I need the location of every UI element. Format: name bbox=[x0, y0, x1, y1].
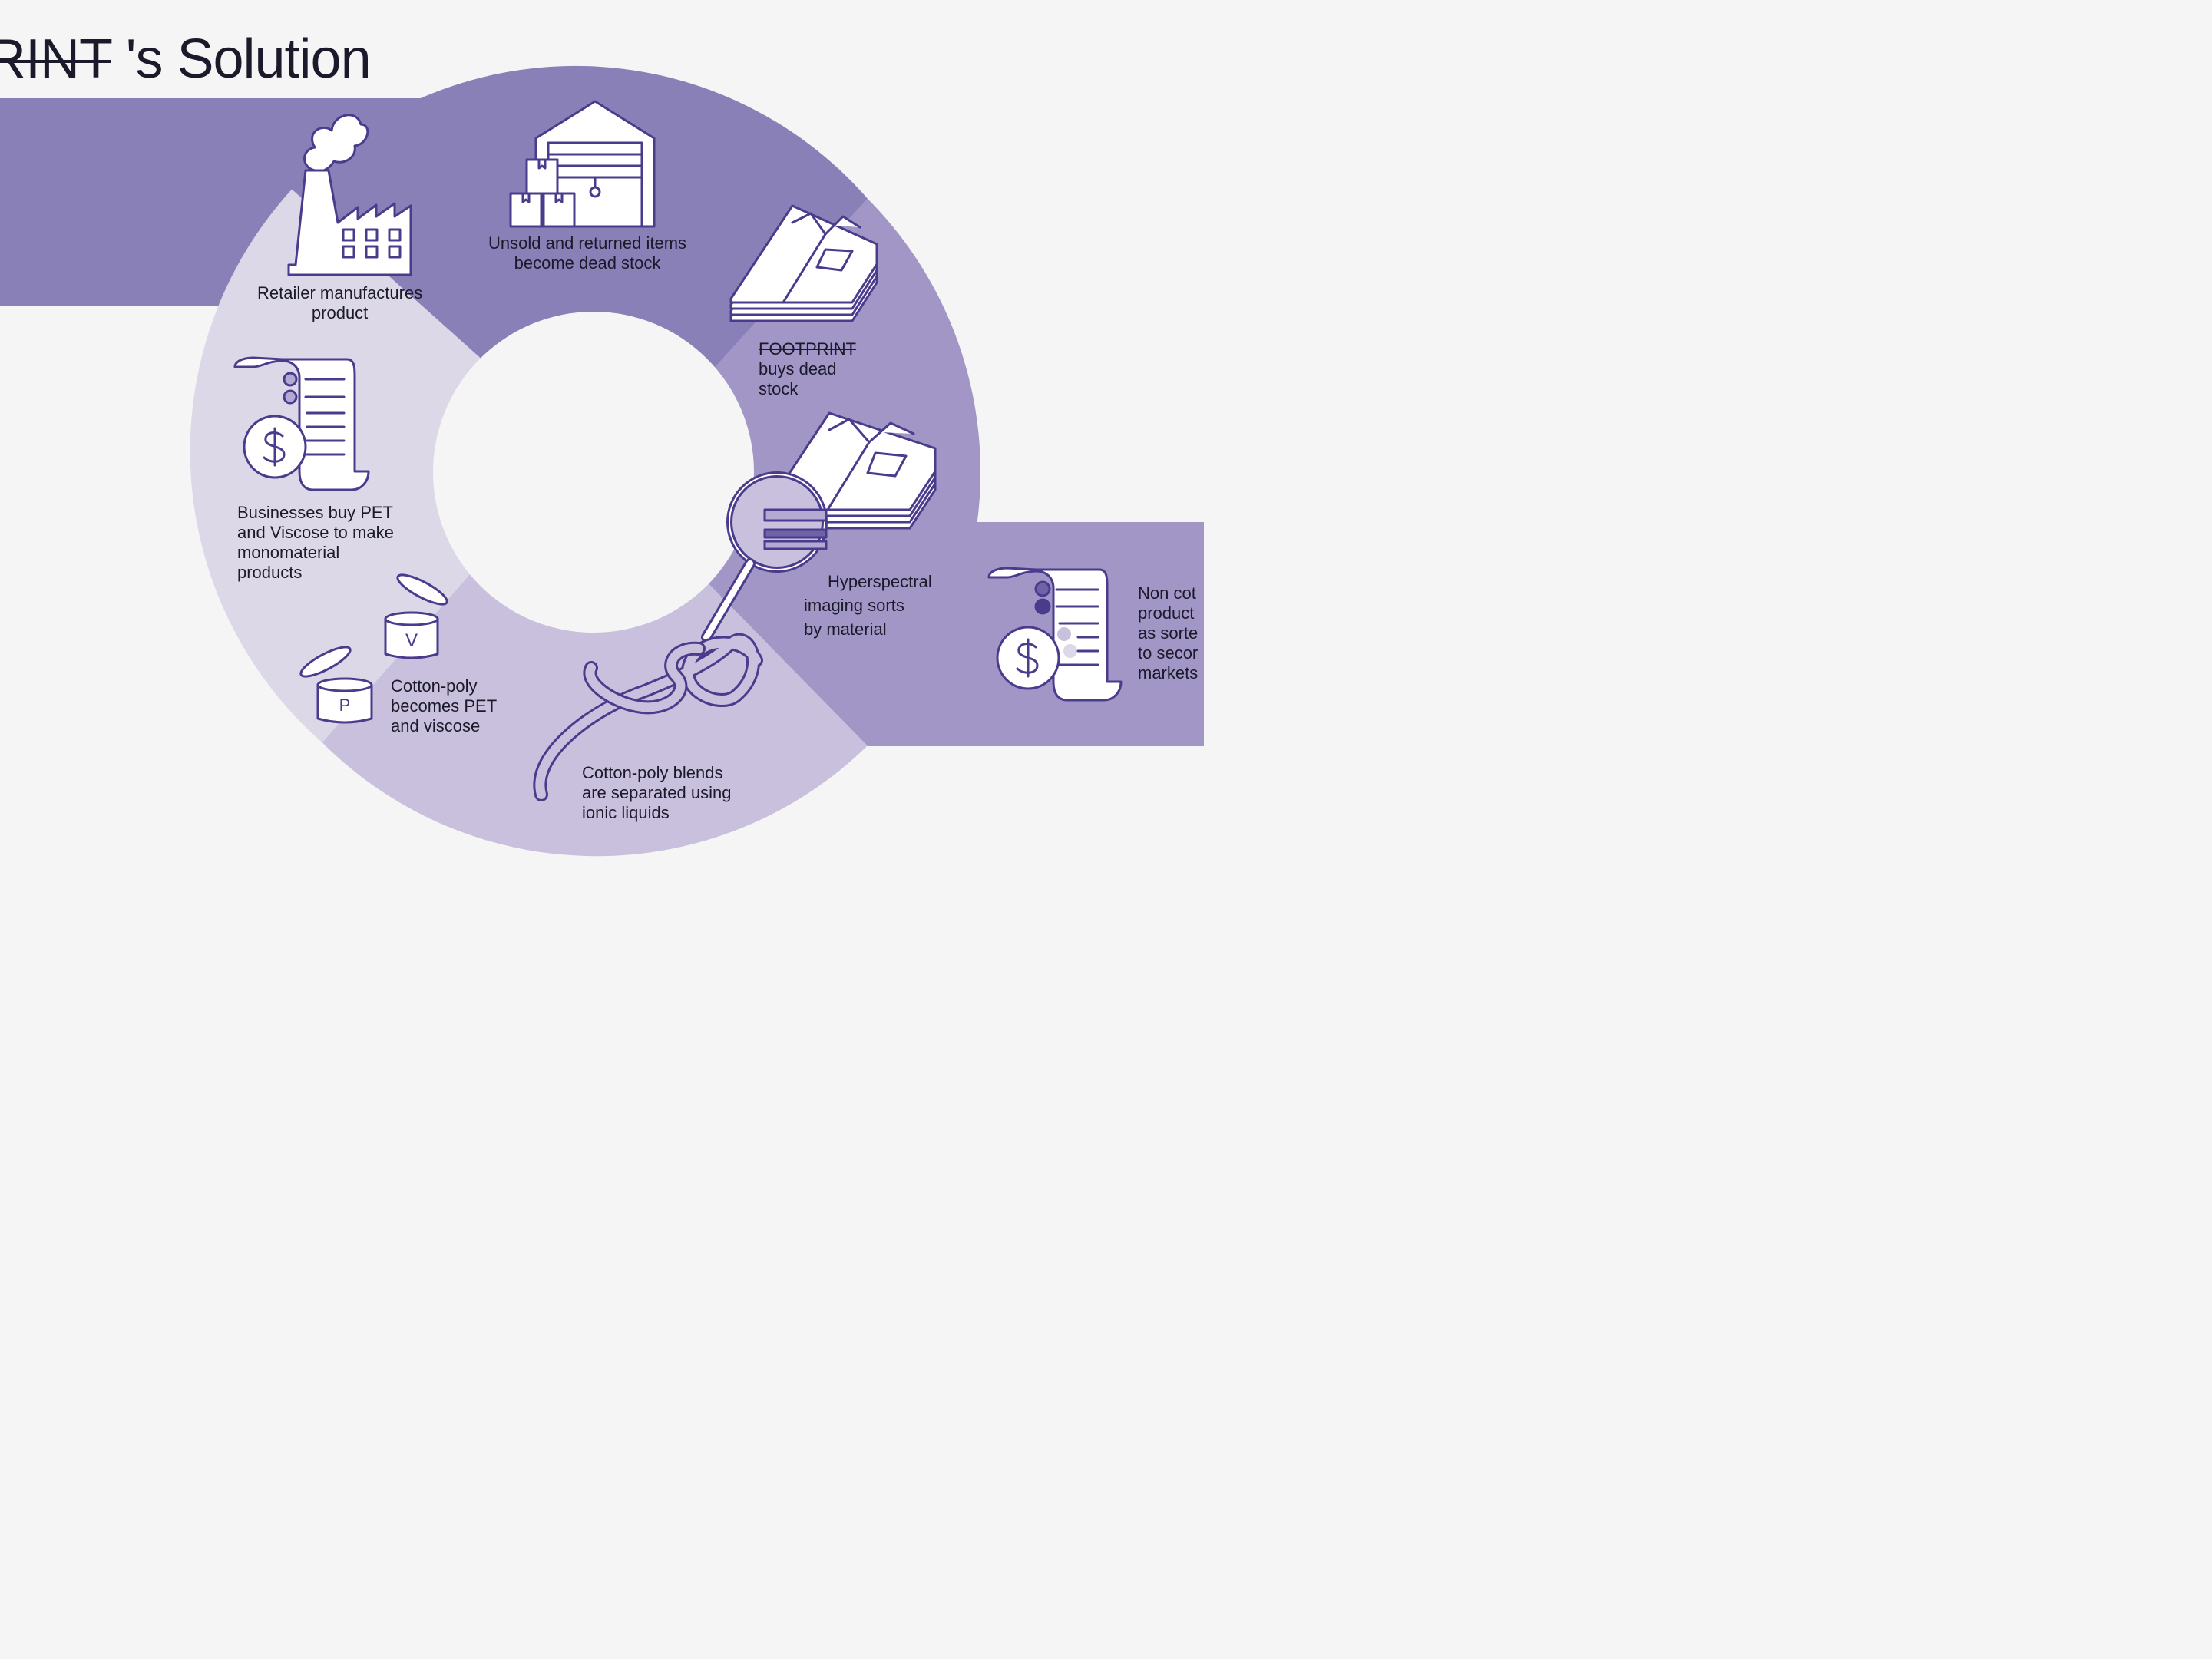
label-line: as sorte bbox=[1138, 623, 1199, 643]
label-line: ionic liquids bbox=[582, 803, 670, 822]
label-line: stock bbox=[759, 379, 799, 398]
folded-shirts-icon bbox=[729, 204, 878, 322]
label-line: to secor bbox=[1138, 643, 1199, 663]
label-line: Cotton-poly blends bbox=[582, 763, 723, 782]
label-line: Non cot bbox=[1138, 583, 1196, 603]
label-line: product bbox=[1138, 603, 1195, 623]
label-line: by material bbox=[804, 620, 887, 639]
magnifier-shirts-icon bbox=[701, 411, 937, 643]
receipt-dollar-icon bbox=[233, 356, 370, 491]
step-label-manufacture: Retailer manufactures product bbox=[257, 283, 422, 323]
label-line: becomes PET bbox=[391, 696, 498, 715]
step-label-imaging: Hyperspectral imaging sorts by material bbox=[804, 570, 932, 641]
step-label-purchase: Businesses buy PET and Viscose to make m… bbox=[237, 503, 394, 583]
label-line: Unsold and returned items bbox=[488, 233, 687, 253]
factory-icon bbox=[287, 114, 412, 276]
label-line: product bbox=[311, 303, 369, 322]
label-line: become dead stock bbox=[514, 253, 661, 273]
sector-separation bbox=[322, 550, 868, 857]
label-line: products bbox=[237, 563, 303, 582]
jar-letter-p: P bbox=[339, 696, 351, 715]
step-label-conversion: Cotton-poly becomes PET and viscose bbox=[391, 676, 497, 736]
receipt-dollar-icon bbox=[987, 567, 1123, 702]
step-label-separation: Cotton-poly blends are separated using i… bbox=[582, 763, 731, 823]
solution-cycle-diagram: V P bbox=[0, 65, 1204, 857]
label-line: Hyperspectral bbox=[828, 572, 932, 591]
label-line: Businesses buy PET bbox=[237, 503, 393, 522]
brand-name: RINT bbox=[0, 28, 112, 90]
step-label-secondary: Non cot product as sorte to secor market… bbox=[1138, 583, 1198, 683]
label-line: are separated using bbox=[582, 783, 732, 802]
warehouse-icon bbox=[509, 100, 656, 228]
page-title: RINT 's Solution bbox=[0, 28, 372, 91]
material-jars-icon bbox=[299, 573, 448, 724]
label-line: markets bbox=[1138, 663, 1199, 682]
step-label-buys: FOOTPRINT buys dead stock bbox=[759, 339, 856, 399]
sector-dead-stock bbox=[292, 65, 868, 394]
label-line: Retailer manufactures bbox=[257, 283, 423, 302]
ring-center bbox=[433, 312, 754, 633]
title-suffix: 's Solution bbox=[111, 28, 372, 90]
step-label-dead-stock: Unsold and returned items become dead st… bbox=[488, 233, 686, 273]
brand-name: FOOTPRINT bbox=[759, 339, 857, 359]
label-line: imaging sorts bbox=[804, 596, 904, 615]
jar-letter-v: V bbox=[405, 630, 418, 651]
label-line: and viscose bbox=[391, 716, 481, 735]
ionic-strand-icon bbox=[533, 633, 763, 801]
label-line: monomaterial bbox=[237, 543, 340, 562]
label-line: and Viscose to make bbox=[237, 523, 394, 542]
label-line: Cotton-poly bbox=[391, 676, 478, 696]
label-line: buys dead bbox=[759, 359, 837, 378]
